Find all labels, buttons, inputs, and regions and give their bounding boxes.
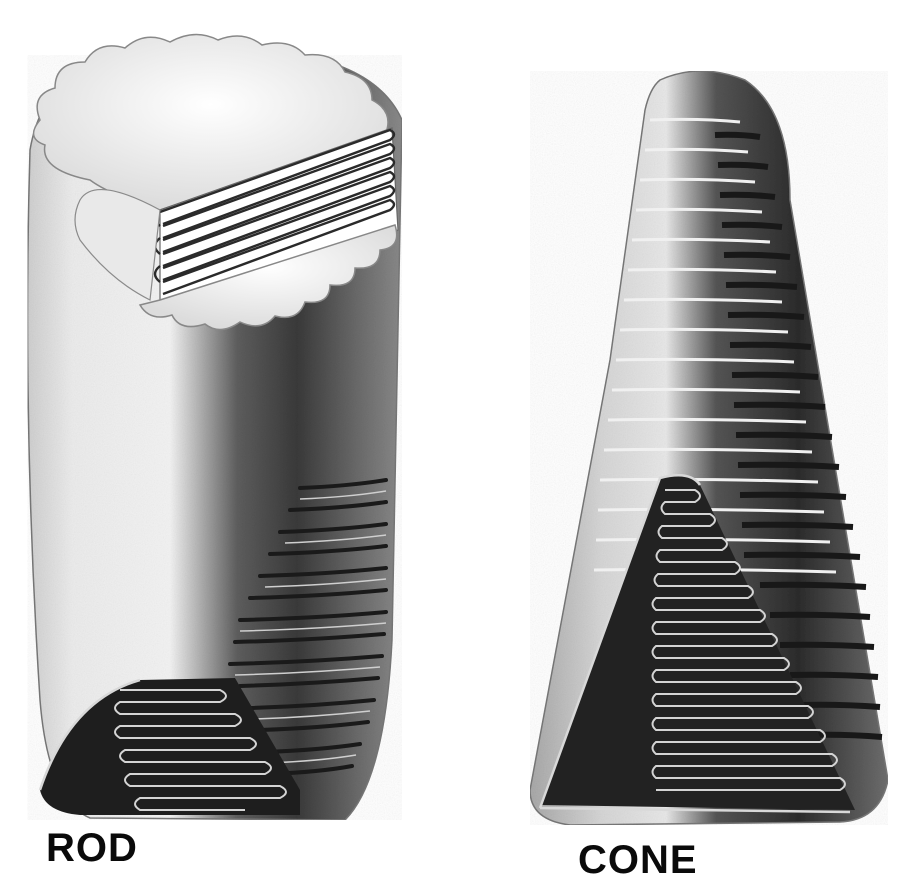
rod-label: ROD (46, 826, 138, 871)
rod-illustration (28, 34, 402, 820)
cone-label: CONE (578, 838, 698, 883)
cone-illustration (530, 71, 888, 825)
